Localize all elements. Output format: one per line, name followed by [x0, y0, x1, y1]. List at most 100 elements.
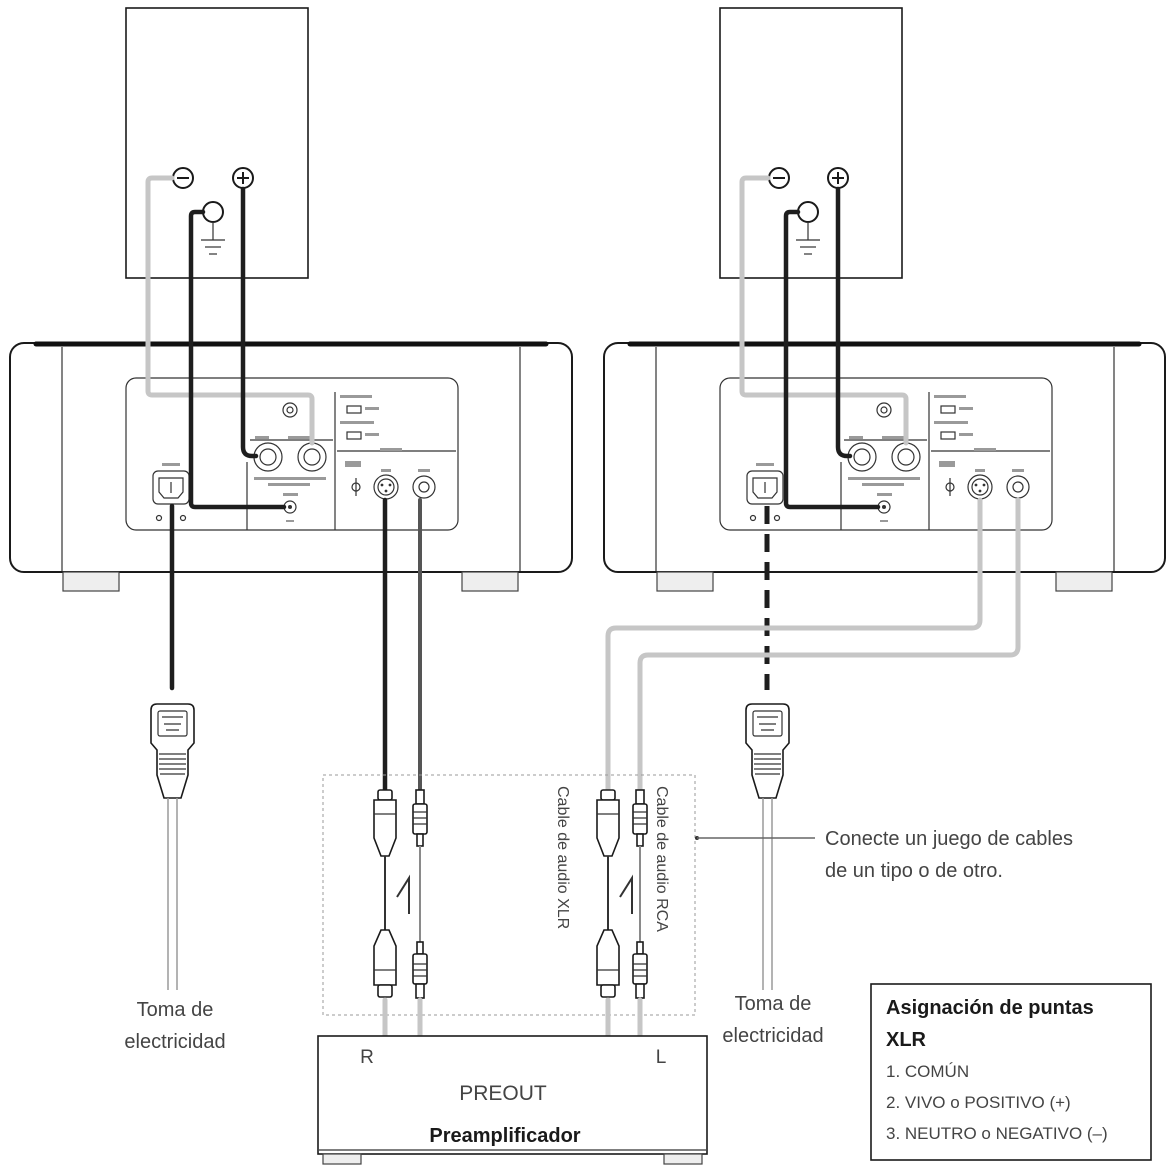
outlet-left-label-line2: electricidad	[124, 1031, 225, 1053]
rear-panel	[719, 377, 1053, 531]
speaker-terminal-negative	[891, 442, 921, 472]
panel-marking	[288, 436, 314, 439]
xlr-cable-run	[605, 497, 983, 793]
rca-boot	[635, 983, 645, 999]
ground-icon	[796, 222, 820, 255]
panel-fine-print	[162, 395, 430, 522]
panel-marking	[934, 421, 968, 424]
ground-lift-switch	[351, 478, 361, 496]
rca-socket-inner	[418, 481, 430, 493]
panel-fine-print	[756, 395, 1024, 522]
panel-marking	[975, 469, 985, 472]
panel-marking	[974, 448, 996, 451]
amplifier-foot	[62, 571, 120, 592]
amplifier-chassis	[603, 342, 1166, 573]
gnd-terminal-center	[288, 505, 292, 509]
rca-tip	[416, 941, 424, 955]
callout: Conecte un juego de cables de un tipo o …	[695, 828, 1073, 882]
ground-lift-switch	[945, 478, 955, 496]
preamp-output-label: PREOUT	[459, 1082, 547, 1105]
speaker-left	[125, 7, 309, 279]
ground-terminal	[797, 201, 819, 223]
outlet-right-label-line2: electricidad	[722, 1025, 823, 1047]
plus-terminal-icon	[827, 167, 849, 189]
xlr-pin	[384, 489, 388, 493]
xlr-input-socket	[373, 474, 399, 500]
speaker-cable-positive	[835, 186, 853, 459]
speaker-cable-negative	[145, 175, 315, 446]
rca-body	[632, 803, 648, 835]
ground-wire	[188, 209, 287, 510]
plug-grip-ridges	[159, 753, 186, 775]
plug-contacts	[757, 716, 778, 731]
rca-socket-outer	[1006, 475, 1030, 499]
xlr-pin	[982, 483, 986, 487]
minus-terminal-icon	[768, 167, 790, 189]
terminal-outer	[847, 442, 877, 472]
panel-marking	[756, 463, 774, 466]
xlr-female-cap	[600, 789, 616, 801]
xlr-pin-box	[870, 983, 1152, 1161]
audio-cables-left	[382, 497, 422, 793]
speaker-right	[719, 7, 903, 279]
xlr-female-body	[373, 799, 397, 857]
xlr-pin	[388, 483, 392, 487]
rear-panel	[125, 377, 459, 531]
terminal-outer	[297, 442, 327, 472]
plus-terminal-icon	[232, 167, 254, 189]
panel-marking	[365, 433, 379, 436]
xlr-socket-inner	[377, 478, 395, 496]
outlet-right-label-line1: Toma de	[735, 993, 812, 1015]
terminal-inner	[259, 448, 277, 466]
panel-marking	[880, 520, 888, 522]
panel-marking	[268, 483, 310, 486]
speaker-cabinet	[125, 7, 309, 279]
rca-body	[632, 953, 648, 985]
preamp-channel-r: R	[360, 1047, 374, 1068]
gain-knob-outer	[876, 402, 892, 418]
xlr-cable-left	[373, 789, 410, 998]
signal-direction-arrow-icon	[619, 874, 633, 914]
speaker-wiring-left	[145, 175, 315, 510]
gain-knob-inner	[880, 406, 888, 414]
speaker-wiring-right	[739, 175, 909, 510]
xlr-female-body	[596, 799, 620, 857]
preamp-chassis	[317, 1035, 708, 1155]
xlr-pin	[974, 483, 978, 487]
panel-marking	[882, 436, 908, 439]
ac-inlet-face	[158, 477, 184, 499]
speaker-terminal-positive	[253, 442, 283, 472]
xlr-female-cap	[377, 789, 393, 801]
rca-cable-label: Cable de audio RCA	[653, 786, 670, 932]
panel-marking	[381, 469, 391, 472]
panel-marking	[340, 421, 374, 424]
gain-knob-outer	[282, 402, 298, 418]
panel-marking	[959, 407, 973, 410]
preamp-foot	[322, 1153, 362, 1165]
ground-icon	[201, 222, 225, 255]
minus-terminal-icon	[172, 167, 194, 189]
rca-socket-outer	[412, 475, 436, 499]
panel-marking	[255, 436, 269, 439]
preamplifier: R L PREOUT Preamplificador	[317, 1035, 708, 1165]
xlr-socket-inner	[971, 478, 989, 496]
xlr-cable-right	[596, 789, 633, 998]
rca-input-socket	[1006, 475, 1030, 499]
power-cord-right	[745, 506, 790, 990]
rca-body	[412, 953, 428, 985]
preamp-name: Preamplificador	[429, 1125, 580, 1147]
rca-body	[412, 803, 428, 835]
xlr-male-cap	[377, 984, 393, 998]
xlr-pin-item: 2. VIVO o POSITIVO (+)	[886, 1093, 1071, 1112]
preamp-foot	[663, 1153, 703, 1165]
terminal-inner	[897, 448, 915, 466]
panel-marking	[340, 395, 372, 398]
panel-marking	[848, 477, 920, 480]
xlr-pin	[978, 489, 982, 493]
xlr-pin	[380, 483, 384, 487]
rca-cable-run	[637, 497, 1021, 793]
xlr-cable-label: Cable de audio XLR	[554, 786, 571, 929]
gnd-terminal-center	[882, 505, 886, 509]
gain-knob-inner	[286, 406, 294, 414]
